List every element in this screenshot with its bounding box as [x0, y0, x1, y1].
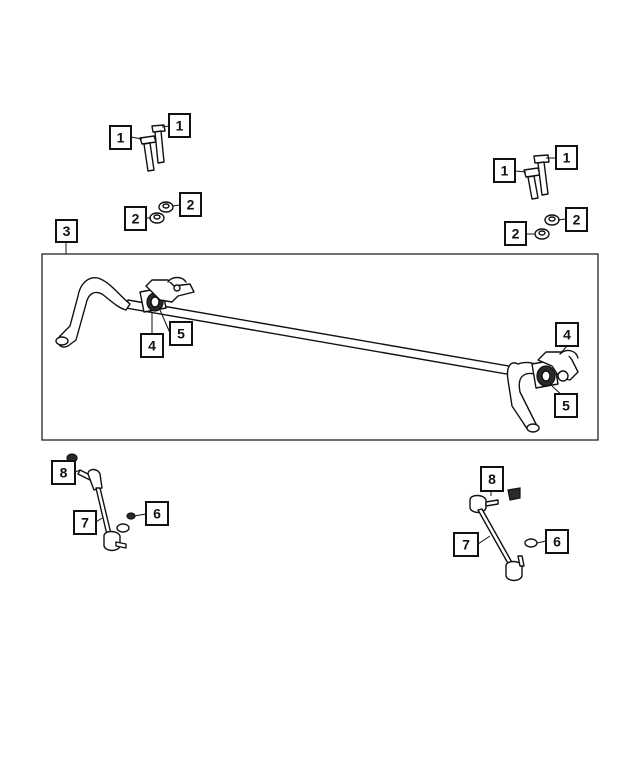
callout-6b: 6: [545, 529, 569, 554]
callout-1b: 1: [168, 113, 191, 138]
callout-label: 2: [573, 212, 581, 228]
nut-right-a: [534, 228, 550, 240]
callout-5b: 5: [554, 393, 578, 418]
callout-label: 5: [177, 326, 185, 342]
callout-label: 4: [148, 338, 156, 354]
callout-label: 1: [117, 130, 125, 146]
bolt-left-a: [139, 135, 157, 172]
callout-1d: 1: [555, 145, 578, 170]
nut-left-a: [149, 212, 165, 224]
link-left: [66, 453, 127, 552]
bolt-right-b: [533, 154, 550, 196]
callout-label: 7: [81, 515, 89, 531]
callout-label: 6: [553, 534, 561, 550]
stabilizer-bar: [55, 277, 549, 433]
nut-6-right: [524, 538, 538, 548]
callout-1c: 1: [493, 158, 516, 183]
callout-2d: 2: [565, 207, 588, 232]
nut-6-left: [116, 512, 136, 533]
callout-5a: 5: [169, 321, 193, 346]
callout-label: 4: [563, 327, 571, 343]
callout-1a: 1: [109, 125, 132, 150]
callout-label: 1: [501, 163, 509, 179]
callout-label: 2: [512, 226, 520, 242]
nut-right-b: [544, 214, 560, 226]
callout-label: 5: [562, 398, 570, 414]
callout-label: 1: [563, 150, 571, 166]
bushing-right: [531, 359, 559, 389]
callout-8a: 8: [51, 460, 76, 485]
clamp-left: [145, 276, 195, 303]
bolt-left-b: [151, 124, 166, 164]
link-right: [469, 487, 525, 582]
callout-2a: 2: [124, 206, 147, 231]
callout-label: 2: [187, 197, 195, 213]
callout-7b: 7: [453, 532, 479, 557]
callout-label: 3: [63, 223, 71, 239]
cap-right: [507, 487, 521, 501]
bolt-right-a: [523, 167, 541, 200]
callout-label: 8: [60, 465, 68, 481]
callout-label: 1: [176, 118, 184, 134]
callout-label: 6: [153, 506, 161, 522]
callout-2b: 2: [179, 192, 202, 217]
callout-4b: 4: [555, 322, 579, 347]
callout-label: 8: [488, 471, 496, 487]
callout-label: 7: [462, 537, 470, 553]
callout-label: 2: [132, 211, 140, 227]
callout-6a: 6: [145, 501, 169, 526]
callout-2c: 2: [504, 221, 527, 246]
assembly-frame: [41, 253, 599, 441]
callout-7a: 7: [73, 510, 97, 535]
callout-3: 3: [55, 219, 78, 243]
callout-4a: 4: [140, 333, 164, 358]
callout-8b: 8: [480, 466, 504, 492]
nut-left-b: [158, 201, 174, 213]
